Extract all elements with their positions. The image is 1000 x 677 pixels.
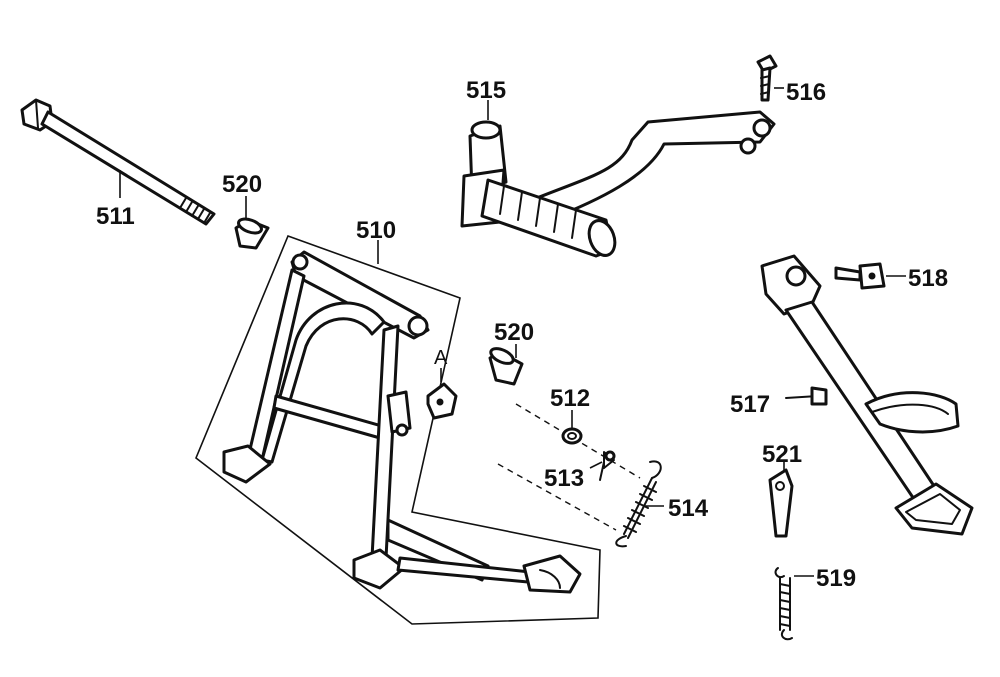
part-519-spring (774, 567, 793, 641)
part-517-stud (785, 386, 828, 406)
label-518: 518 (908, 265, 948, 292)
part-520-bushing-top (234, 217, 270, 250)
label-520-top: 520 (222, 171, 262, 198)
label-513: 513 (544, 465, 584, 492)
label-514: 514 (668, 495, 709, 522)
part-520-bushing-mid (488, 347, 524, 386)
label-511: 511 (96, 203, 135, 230)
part-516-bolt (756, 54, 778, 102)
detail-a-nut (426, 382, 458, 420)
part-510-boundary (195, 234, 601, 625)
label-510: 510 (356, 217, 396, 244)
label-515: 515 (466, 77, 506, 104)
part-512-washer (561, 427, 583, 445)
label-a: A (434, 347, 448, 369)
part-514-spring (615, 460, 662, 548)
part-521-plate (768, 468, 794, 538)
label-521: 521 (762, 441, 802, 468)
assembly-line-lower (497, 463, 617, 531)
label-520-mid: 520 (494, 319, 534, 346)
part-518-pivot-bolt (834, 262, 886, 290)
part-513-cotter-pin (599, 450, 616, 481)
assembly-line-upper (515, 403, 641, 479)
label-517: 517 (730, 391, 770, 418)
side-stand (760, 254, 974, 536)
part-510-main-stand (222, 250, 582, 594)
label-516: 516 (786, 79, 826, 106)
part-511-axle-bolt (20, 98, 216, 226)
leader-513 (589, 461, 603, 469)
label-519: 519 (816, 565, 856, 592)
part-515-kickstart-lever (460, 110, 776, 258)
label-512: 512 (550, 385, 590, 412)
